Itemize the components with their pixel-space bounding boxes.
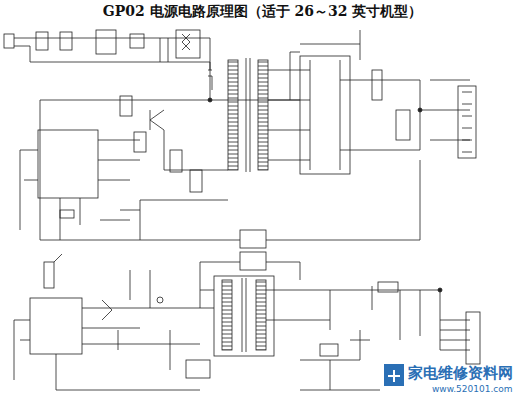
watermark-logo: [384, 364, 404, 386]
watermark-text: www.520101.com: [432, 384, 513, 394]
watermark-text: 家电维修资料网: [408, 364, 513, 383]
diagram-title: GP02 电源电路原理图（适于 26～32 英寸机型）: [0, 3, 525, 21]
